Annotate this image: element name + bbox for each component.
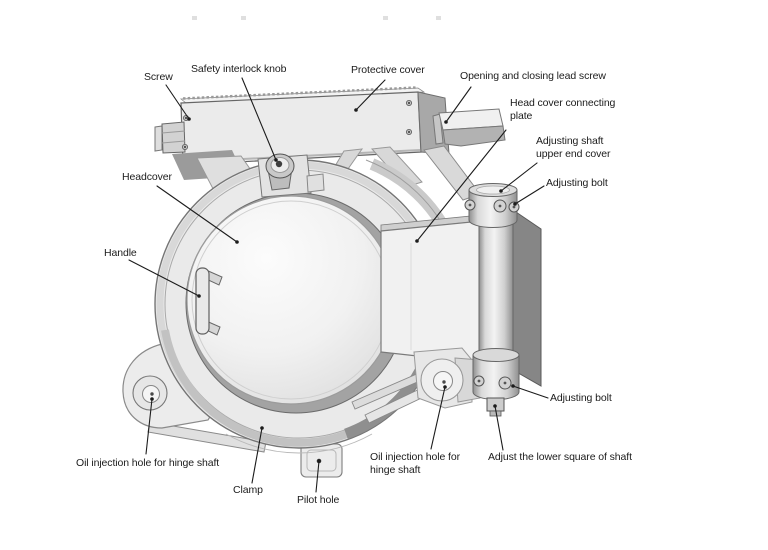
leader-adjust-lower-square (493, 404, 504, 451)
lead-screw-part (432, 108, 506, 147)
leader-handle (128, 259, 201, 298)
leader-pilot-hole (315, 459, 321, 493)
label-safety-interlock-knob: Safety interlock knob (191, 63, 287, 75)
leader-clamp (251, 426, 264, 484)
protective-cover-part (154, 86, 506, 166)
adjusting-shaft-lower-end-cover-part (472, 348, 520, 400)
faint-top-marks (192, 16, 441, 20)
leader-screw (165, 84, 191, 121)
label-protective-cover: Protective cover (351, 64, 425, 76)
handle-part (195, 267, 223, 336)
leader-head-cover-connecting-plate (415, 129, 507, 243)
screw-part (154, 121, 186, 154)
label-adjusting-bolt-lower: Adjusting bolt (550, 392, 612, 404)
leader-oil-injection-right (430, 385, 447, 450)
leader-oil-injection-left (145, 397, 154, 455)
label-oil-injection-hole-left: Oil injection hole for hinge shaft (76, 457, 220, 469)
leader-lines (128, 77, 549, 493)
head-cover-connecting-plate-part (380, 214, 482, 364)
label-adjust-lower-square-of-shaft: Adjust the lower square of shaft (488, 451, 632, 463)
label-adjusting-bolt-upper: Adjusting bolt (546, 177, 608, 189)
leader-safety-interlock-knob (241, 77, 278, 162)
adjusting-shaft-upper-end-cover-part (464, 183, 520, 228)
label-headcover: Headcover (122, 171, 172, 183)
label-screw: Screw (144, 71, 173, 83)
label-oil-injection-hole-right: Oil injection hole for hinge shaft (370, 451, 461, 476)
label-pilot-hole: Pilot hole (297, 494, 340, 506)
hinge-lug-right (351, 347, 481, 424)
label-head-cover-connecting-plate: Head cover connecting plate (510, 97, 616, 122)
label-adjusting-shaft-upper-end-cover: Adjusting shaft upper end cover (536, 135, 611, 160)
leader-adjusting-bolt-upper (513, 185, 545, 206)
leader-adjusting-shaft-upper-end-cover (499, 162, 538, 193)
label-handle: Handle (104, 247, 137, 259)
headcover-part (185, 192, 407, 414)
label-clamp: Clamp (233, 484, 263, 496)
leader-opening-closing-lead-screw (444, 86, 472, 124)
leader-adjusting-bolt-lower (511, 384, 549, 399)
label-opening-closing-lead-screw: Opening and closing lead screw (460, 70, 606, 82)
leader-headcover (156, 185, 239, 244)
leader-protective-cover (354, 79, 386, 112)
